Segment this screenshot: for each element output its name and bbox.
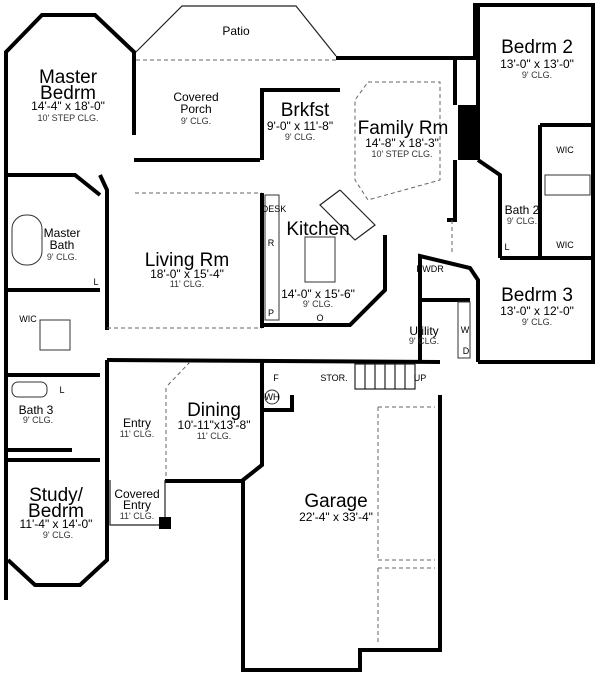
master-bath-ceiling: 9' CLG. <box>47 252 77 262</box>
covered-porch-ceiling: 9' CLG. <box>181 116 211 126</box>
water-heater-label: WH <box>265 392 280 402</box>
covered-porch-label-2: Porch <box>180 102 211 116</box>
covered-porch-label: Covered <box>173 90 218 104</box>
living-rm-ceiling: 11' CLG. <box>170 279 205 289</box>
living-rm-label: Living Rm <box>145 250 229 271</box>
master-bedrm-ceiling: 10' STEP CLG. <box>37 113 98 123</box>
living-rm-size: 18'-0" x 15'-4" <box>150 267 224 281</box>
bath3-ceiling: 9' CLG. <box>23 415 53 425</box>
pantry-label: P <box>268 308 274 318</box>
brkfst-size: 9'-0" x 11'-8" <box>267 119 333 133</box>
covered-entry-label: Covered <box>114 487 159 501</box>
dryer-label: D <box>463 346 470 356</box>
garage-label: Garage <box>304 491 367 512</box>
master-bedrm-size: 14'-4" x 18'-0" <box>31 99 105 113</box>
master-bath-label: Master <box>44 226 81 240</box>
family-rm-label: Family Rm <box>358 118 449 139</box>
dining-ceiling: 11' CLG. <box>197 431 232 441</box>
bedrm2-size: 13'-0" x 13'-0" <box>500 57 574 71</box>
master-bath-label-2: Bath <box>50 238 75 252</box>
entry-label: Entry <box>123 416 151 430</box>
stairs <box>354 363 416 390</box>
family-rm-size: 14'-8" x 18'-3" <box>365 136 439 150</box>
room-labels: Patio Master Bedrm 14'-4" x 18'-0" 10' S… <box>19 24 575 540</box>
bedrm2-ceiling: 9' CLG. <box>522 70 552 80</box>
study-size: 11'-4" x 14'-0" <box>20 517 93 531</box>
dining-label: Dining <box>187 400 241 421</box>
study-label-2: Bedrm <box>28 501 84 522</box>
bath3-label: Bath 3 <box>19 403 54 417</box>
bath2-linen-label: L <box>504 242 509 252</box>
kitchen-ceiling: 9' CLG. <box>303 299 333 309</box>
covered-entry-ceiling: 11' CLG. <box>120 511 155 521</box>
stairs-up-label: UP <box>414 373 427 383</box>
master-bedrm-label-2: Bedrm <box>40 83 96 104</box>
kitchen-label: Kitchen <box>286 219 349 240</box>
bedrm3-label: Bedrm 3 <box>501 285 573 306</box>
oven-label: O <box>316 313 323 323</box>
bedrm3-size: 13'-0" x 12'-0" <box>500 304 574 318</box>
walls <box>4 3 595 672</box>
wic-bedrm2-label: WIC <box>556 145 574 155</box>
wic-bedrm3-label: WIC <box>556 240 574 250</box>
brkfst-ceiling: 9' CLG. <box>285 132 315 142</box>
wic-master-label: WIC <box>19 314 37 324</box>
study-ceiling: 9' CLG. <box>43 530 73 540</box>
patio-label: Patio <box>222 24 250 38</box>
pwdr-label: PWDR <box>416 264 444 274</box>
utility-ceiling: 9' CLG. <box>409 336 439 346</box>
desk-label: DESK <box>262 204 287 214</box>
covered-entry-label-2: Entry <box>123 498 151 512</box>
furnace-label: F <box>273 373 279 383</box>
family-rm-ceiling: 10' STEP CLG. <box>371 149 432 159</box>
master-linen-label: L <box>93 277 98 287</box>
bath3-linen-label: L <box>59 385 64 395</box>
study-label: Study/ <box>29 485 84 506</box>
entry-ceiling: 11' CLG. <box>120 429 155 439</box>
refrigerator-label: R <box>268 238 275 248</box>
bedrm3-ceiling: 9' CLG. <box>522 317 552 327</box>
bedrm2-label: Bedrm 2 <box>501 37 573 58</box>
master-bedrm-label: Master <box>39 67 98 88</box>
utility-label: Utility <box>409 324 438 338</box>
garage-size: 22'-4" x 33'-4" <box>299 510 373 524</box>
bath2-label: Bath 2 <box>505 203 540 217</box>
dining-size: 10'-11"x13'-8" <box>178 418 251 432</box>
bath2-ceiling: 9' CLG. <box>507 216 537 226</box>
brkfst-label: Brkfst <box>281 100 330 121</box>
kitchen-size: 14'-0" x 15'-6" <box>281 287 355 301</box>
storage-label: STOR. <box>320 373 347 383</box>
washer-label: W <box>461 325 470 335</box>
